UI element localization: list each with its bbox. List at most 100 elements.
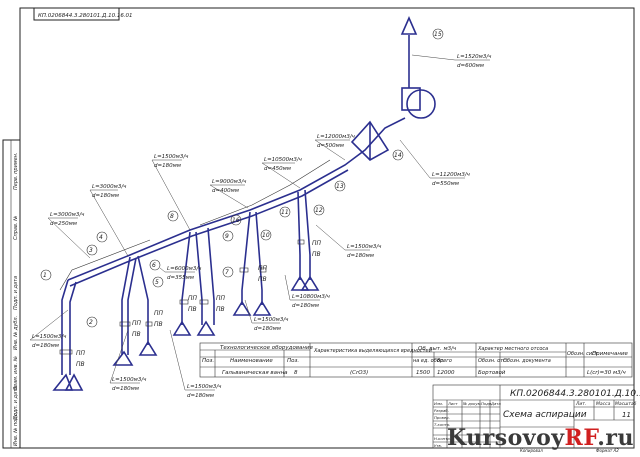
row-label: Разраб.	[434, 408, 449, 413]
hood	[196, 320, 216, 336]
marker: 4	[99, 234, 103, 241]
pv-label: ПВ	[312, 251, 321, 258]
flow-rate: L=1500м3/ч	[154, 154, 189, 160]
marker: 1	[43, 272, 47, 279]
marker: 8	[170, 213, 174, 220]
scale-label: Масштаб	[615, 401, 637, 407]
flow-diameter: d=500мм	[317, 143, 344, 149]
flow-rate: L=12000м3/ч	[317, 134, 356, 140]
equipment-table: Технологическое оборудование Поз. Наимен…	[199, 342, 633, 378]
strip-text: Перв. примен.	[13, 152, 19, 190]
marker: 9	[225, 233, 229, 240]
flow-rate: L=1500м3/ч	[187, 384, 222, 390]
hood	[172, 320, 192, 336]
marker: 13	[336, 183, 344, 190]
title-code: КП.0206844.3.280101.Д.10.16.01	[510, 389, 640, 399]
marker: 2	[89, 319, 93, 326]
th-char: Характеристика выделяющихся вредностей	[313, 348, 433, 354]
flow-diameter: d=450мм	[264, 166, 291, 172]
marker: 10	[262, 232, 270, 239]
col-label: Подп.	[481, 401, 493, 406]
flow-rate: L=10800м3/ч	[292, 294, 331, 300]
th-ov-all: Всего	[437, 358, 452, 364]
flow-diameter: d=180мм	[187, 393, 214, 399]
col-label: № докум.	[462, 401, 482, 406]
th-note: Примечание	[592, 351, 629, 357]
pp-label: ПП	[258, 265, 268, 272]
hood	[138, 340, 158, 356]
hood	[52, 373, 74, 391]
flow-diameter: d=180мм	[347, 253, 374, 259]
flow-rate: L=1500м3/ч	[347, 244, 382, 250]
format-label: Формат А2	[596, 448, 619, 453]
marker: 3	[89, 247, 93, 254]
pv-label: ПВ	[216, 306, 225, 313]
th-pos: Поз.	[202, 358, 214, 364]
th-ov: Об. выт. м3/ч	[418, 346, 457, 352]
th-sys: Обозн. сист.	[567, 351, 599, 357]
col-label: Изм.	[434, 401, 443, 406]
row-label: Утв.	[434, 443, 442, 448]
flow-diameter: d=400мм	[212, 188, 239, 194]
flow-diameter: d=355мм	[167, 275, 194, 281]
hood	[112, 350, 134, 366]
pv-label: ПВ	[132, 331, 141, 338]
th-equipment: Технологическое оборудование	[220, 345, 314, 351]
marker: 14	[394, 152, 402, 159]
hood	[300, 275, 320, 291]
flow-rate: L=10500м3/ч	[264, 157, 303, 163]
strip-text: Подп. и дата	[13, 276, 19, 310]
hood	[290, 275, 310, 291]
copied-label: Копировал	[520, 448, 543, 453]
flow-rate: L=3000м3/ч	[92, 184, 127, 190]
top-left-stamp: КП.0206844.3.280101.Д.10.16.01	[38, 13, 133, 19]
hood	[64, 373, 84, 391]
left-strip-texts: Перв. примен. Справ. № Подп. и дата Инв.…	[13, 152, 19, 446]
th-ov-one: на ед. обор.	[413, 358, 445, 364]
pp-label: ПП	[132, 320, 142, 327]
flow-diameter: d=180мм	[32, 343, 59, 349]
flow-rate: L=1500м3/ч	[254, 317, 289, 323]
th-local: Характер местного отсоса	[477, 346, 548, 352]
flow-diameter: d=180мм	[154, 163, 181, 169]
title-block: КП.0206844.3.280101.Д.10.16.01 Схема асп…	[432, 384, 640, 453]
marker: 11	[281, 209, 289, 216]
col-label: Лист	[447, 401, 458, 406]
sheet-number: 11	[622, 411, 631, 419]
watermark-part: .ru	[597, 425, 634, 451]
row-label: Провер.	[434, 415, 450, 420]
flow-diameter: d=180мм	[92, 193, 119, 199]
pv-label: ПВ	[188, 306, 197, 313]
pp-label: ПП	[216, 295, 226, 302]
hood	[252, 300, 272, 316]
flow-diameter: d=180мм	[254, 326, 281, 332]
title-name: Схема аспирации	[503, 410, 587, 420]
td-type: Бортовой	[478, 370, 506, 376]
strip-text: Подп. и дата	[13, 386, 19, 420]
watermark-part: RF	[564, 425, 598, 451]
td-name: Гальваническая ванна	[222, 370, 288, 376]
pp-label: ПП	[188, 295, 198, 302]
row-label: Н.контр.	[434, 436, 451, 441]
lit-label: Лит.	[575, 401, 586, 407]
pv-label: ПВ	[154, 321, 163, 328]
pv-label: ПВ	[76, 361, 85, 368]
marker: 16	[232, 217, 240, 224]
th-pos2: Поз.	[287, 358, 299, 364]
leaders	[29, 54, 490, 391]
th-name: Наименование	[230, 358, 273, 364]
td-all: 12000	[437, 370, 455, 376]
mass-label: Масса	[596, 401, 611, 407]
left-strip	[2, 139, 21, 449]
flow-diameter: d=180мм	[112, 386, 139, 392]
marker: 6	[152, 262, 156, 269]
site-watermark: KursovoyRF.ru	[447, 425, 634, 451]
hood-labels: ПП ПВ ПП ПВ ПП ПВ ПП ПВ ПП ПВ ПП ПВ ПП П…	[76, 240, 322, 368]
flow-rate: L=1500м3/ч	[112, 377, 147, 383]
th-local-doc: Обозн. документа	[503, 358, 551, 364]
pp-label: ПП	[312, 240, 322, 247]
marker: 15	[434, 31, 442, 38]
flow-rate: L=1500м3/ч	[32, 334, 67, 340]
